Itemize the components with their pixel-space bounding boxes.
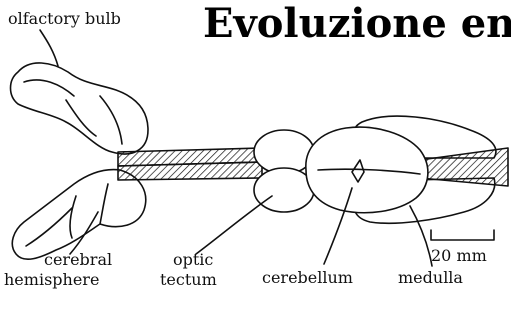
medulla-label: medulla xyxy=(398,268,463,287)
olfactory-bulb-label: olfactory bulb xyxy=(8,9,121,28)
optic-tectum-lower xyxy=(254,168,314,212)
leader-olfactory xyxy=(40,30,58,66)
optic-label: optic xyxy=(173,250,213,269)
upper-cerebral-hemisphere xyxy=(11,63,149,154)
cerebral-label: cerebral xyxy=(44,250,112,269)
tectum-label: tectum xyxy=(160,270,217,289)
lower-cerebral-hemisphere xyxy=(12,170,145,260)
scale-bar-label: 20 mm xyxy=(431,246,487,265)
scale-bar xyxy=(431,230,494,240)
hemisphere-label: hemisphere xyxy=(4,270,99,289)
leader-optic xyxy=(196,196,272,254)
cerebellum-label: cerebellum xyxy=(262,268,353,287)
lower-olfactory-tract xyxy=(118,162,262,180)
leader-cerebral xyxy=(70,212,98,254)
